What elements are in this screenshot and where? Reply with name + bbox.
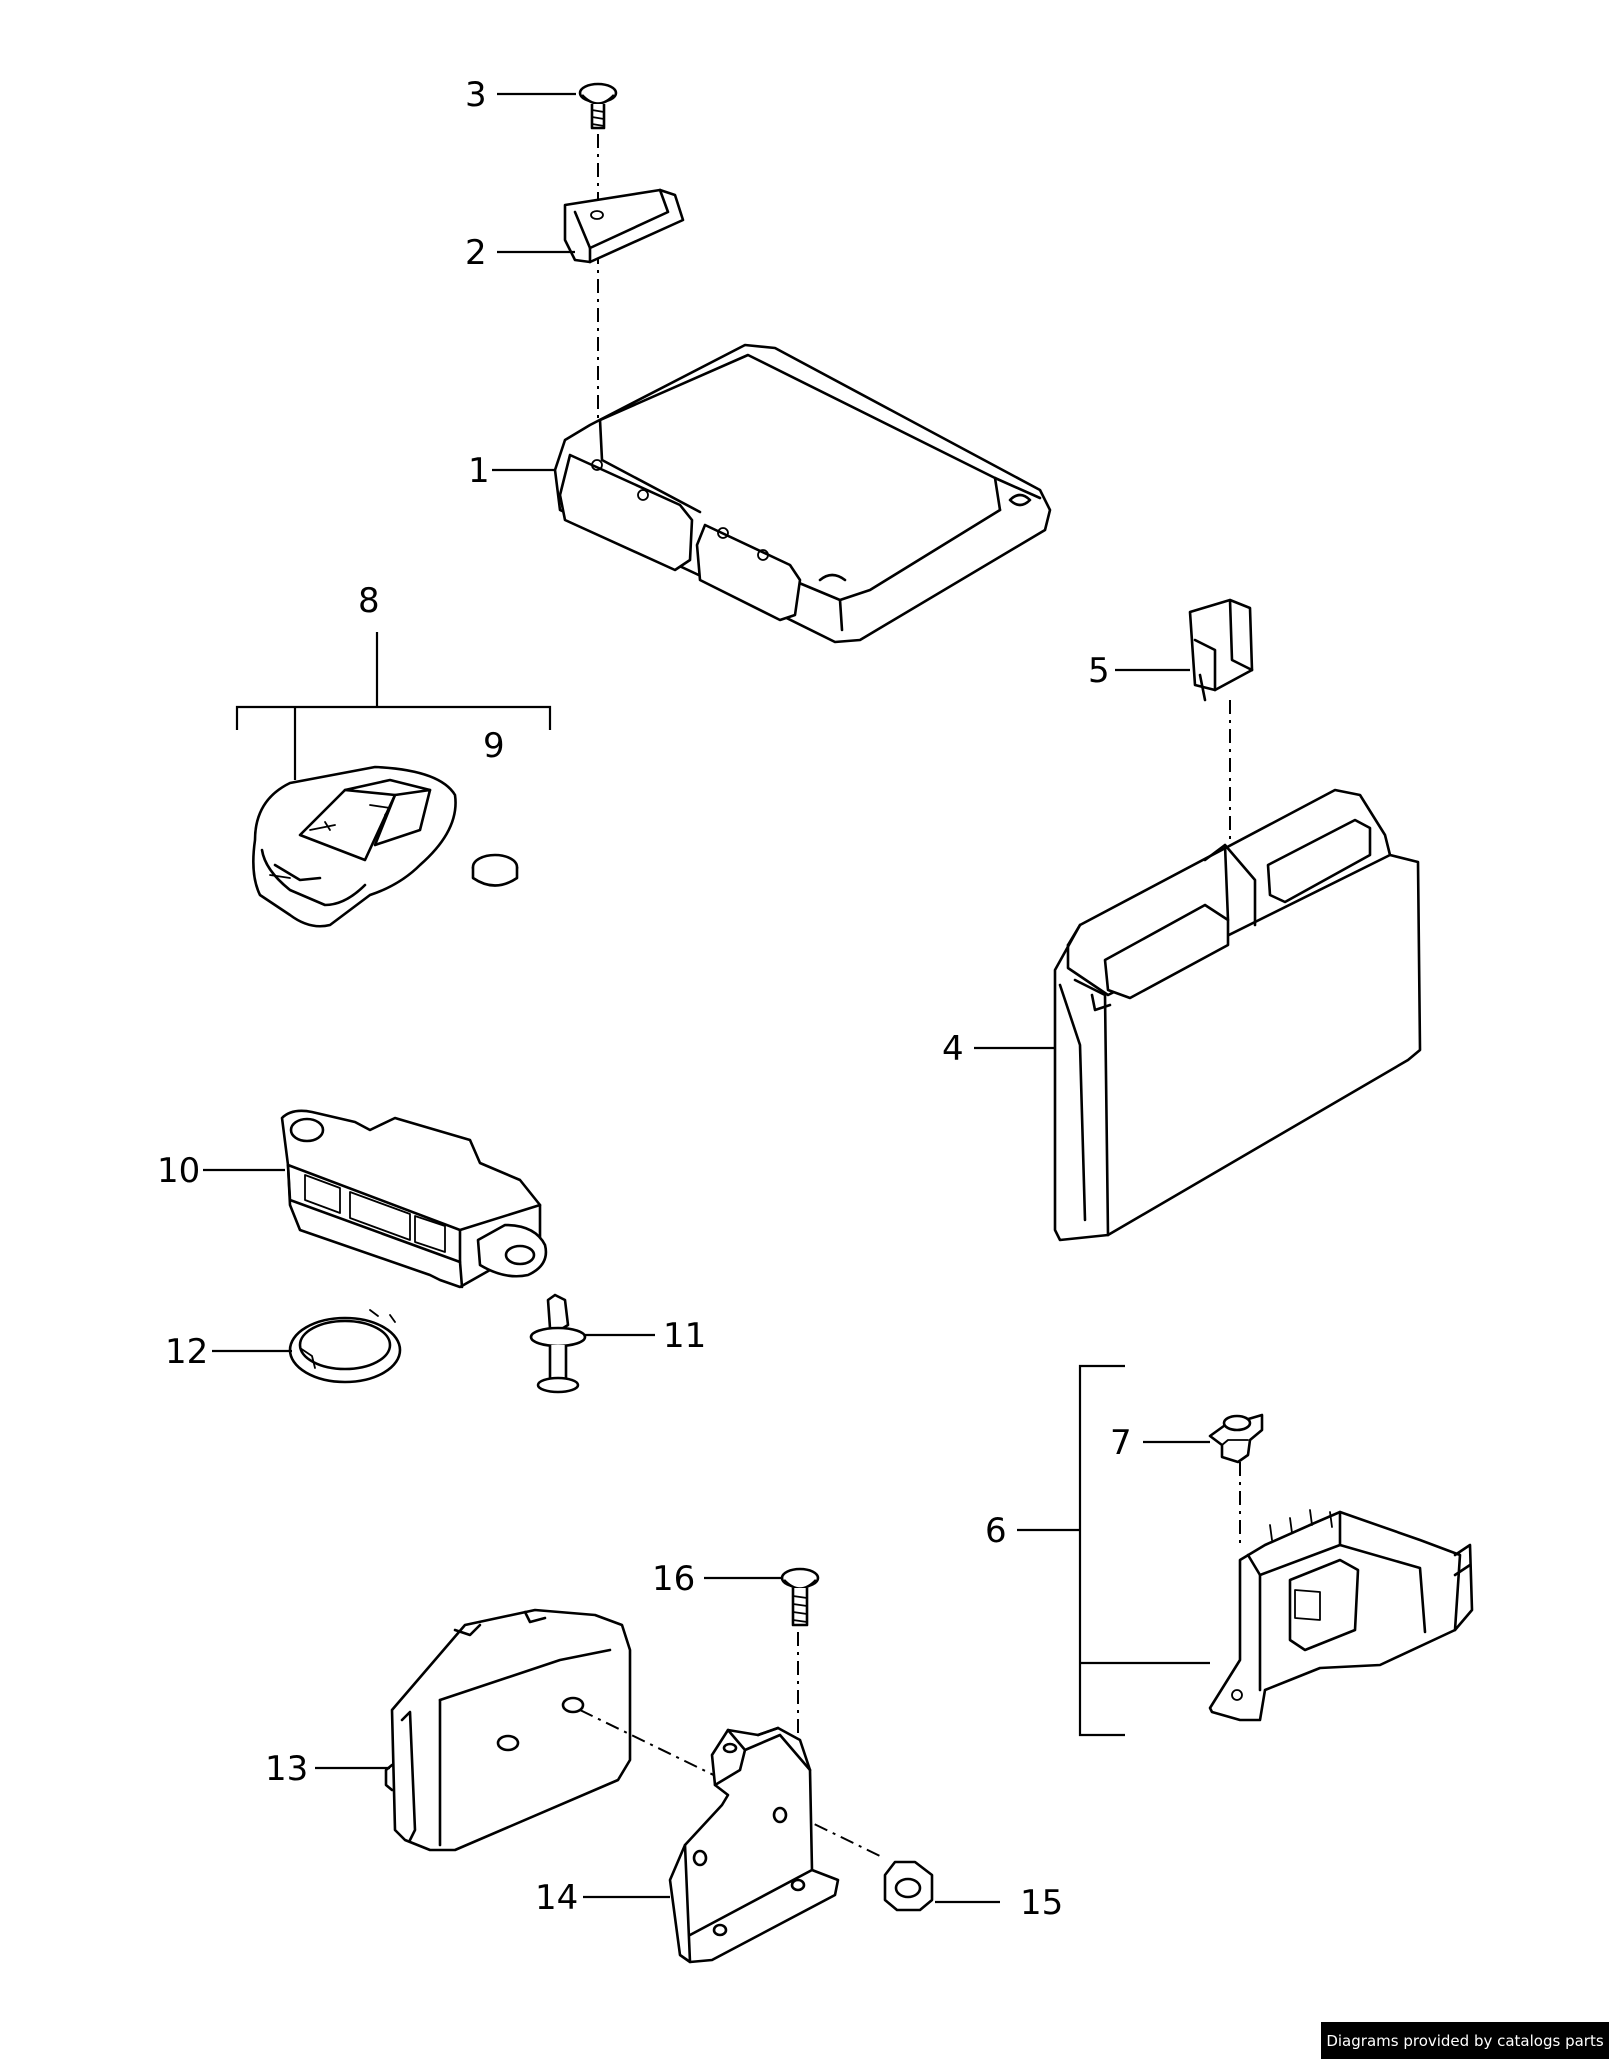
callout-numbers: 3 2 1 8 9 5 4 10 12 11 7 6 16 13 14 15 — [157, 75, 1132, 1923]
callout-15: 15 — [1020, 1883, 1063, 1923]
part-9-battery[interactable] — [471, 853, 519, 887]
callout-1: 1 — [468, 451, 490, 491]
callout-5: 5 — [1088, 651, 1110, 691]
part-6-relay-assembly[interactable] — [1078, 1364, 1474, 1737]
part-4-module[interactable] — [1053, 788, 1422, 1242]
callout-7: 7 — [1110, 1423, 1132, 1463]
callout-3: 3 — [465, 75, 487, 115]
part-14-bracket[interactable] — [668, 1726, 840, 1964]
part-8-key-fob[interactable] — [235, 632, 552, 928]
part-16-screw[interactable] — [780, 1567, 820, 1627]
part-10-antenna[interactable] — [280, 1109, 548, 1289]
part-5-clip[interactable] — [1188, 598, 1254, 702]
callout-14: 14 — [535, 1878, 578, 1918]
part-15-nut[interactable] — [883, 1860, 934, 1912]
callout-2: 2 — [465, 233, 487, 273]
callout-4: 4 — [942, 1029, 964, 1069]
callout-12: 12 — [165, 1332, 208, 1372]
part-3-screw[interactable] — [578, 82, 618, 130]
callout-10: 10 — [157, 1151, 200, 1191]
part-2-bracket[interactable] — [563, 188, 685, 264]
part-1-control-unit[interactable] — [553, 343, 1052, 644]
leader-lines — [203, 92, 1210, 1904]
footer-credit-badge: Diagrams provided by catalogs parts — [1321, 2022, 1609, 2059]
callout-8: 8 — [358, 581, 380, 621]
part-7-relay-clip[interactable] — [1208, 1413, 1264, 1464]
callout-9: 9 — [483, 726, 505, 766]
callout-11: 11 — [663, 1316, 706, 1356]
footer-credit-text: Diagrams provided by catalogs parts — [1326, 2031, 1604, 2050]
callout-13: 13 — [265, 1749, 308, 1789]
part-11-push-pin[interactable] — [529, 1293, 587, 1394]
part-13-sensor[interactable] — [384, 1608, 632, 1852]
callout-6: 6 — [985, 1511, 1007, 1551]
part-12-ring[interactable] — [288, 1309, 402, 1384]
callout-16: 16 — [652, 1559, 695, 1599]
